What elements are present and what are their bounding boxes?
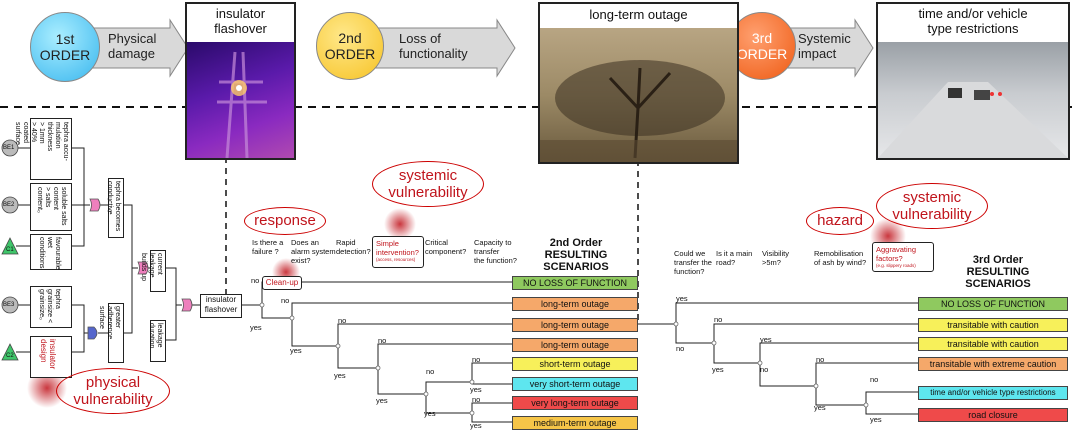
q2-critical-component: Critical component?	[425, 238, 467, 256]
yn-label: yes	[676, 294, 688, 303]
yn-label: yes	[712, 365, 724, 374]
yn-label: no	[472, 395, 481, 404]
box-tephra-grainsize: tephra grainsize < grainsize₀	[30, 286, 72, 328]
photo-long-term-outage-frame: long-term outage	[538, 2, 739, 164]
q3-visibility: Visibility >5m?	[762, 249, 789, 267]
box-soluble-salts: soluble salts content > salts content₀	[30, 183, 72, 231]
ash-tree-graphic	[540, 60, 737, 162]
yn-label: yes	[334, 371, 346, 380]
ash-tree-image	[540, 28, 737, 162]
box-tephra-accumulation: tephra accu- mulation thickness > 1mm > …	[14, 118, 72, 180]
q2-rapid-detection: Rapid detection?	[336, 238, 371, 256]
clean-up-box: Clean-up	[262, 276, 302, 290]
photo-road-restrictions-frame: time and/or vehicle type restrictions	[876, 2, 1070, 160]
be3-label: BE3	[3, 302, 15, 308]
yn-label: yes	[376, 396, 388, 405]
oval-systemic-vulnerability-2: systemic vulnerability	[876, 183, 988, 229]
yn-label: no	[426, 367, 435, 376]
q2-alarm: Does an alarm system exist?	[291, 238, 336, 265]
yn-label: no	[281, 296, 290, 305]
oval-response: response	[244, 207, 326, 235]
q3-remobilisation: Remobilisation of ash by wind?	[814, 249, 867, 267]
third-order-circle: 3rd ORDER	[728, 12, 796, 80]
scenario-3-3: transitable with extreme caution	[918, 357, 1068, 371]
scenario-2-0: NO LOSS OF FUNCTION	[512, 276, 638, 290]
photo-insulator-flashover-title: insulator flashover	[214, 6, 267, 36]
box-current-leakage: current leakage builds up	[140, 250, 166, 292]
yn-label: yes	[470, 421, 482, 430]
scenario-3-0: NO LOSS OF FUNCTION	[918, 297, 1068, 311]
yn-label: no	[251, 276, 260, 285]
scenario-2-5: very short-term outage	[512, 377, 638, 391]
snowy-road-image	[878, 42, 1068, 158]
box-favourable-wet: favourable wet conditions	[30, 234, 72, 270]
q3-main-road: Is it a main road?	[716, 249, 753, 267]
scenario-2-4: short-term outage	[512, 357, 638, 371]
yn-label: yes	[870, 415, 882, 424]
scenario-3-2: transitable with caution	[918, 337, 1068, 351]
yn-label: yes	[290, 346, 302, 355]
simple-intervention-box: Simple intervention? (access, resources)	[372, 236, 424, 268]
scenario-2-6: very long-term outage	[512, 396, 638, 410]
yn-label: no	[378, 336, 387, 345]
yn-label: no	[472, 355, 481, 364]
scenario-3-1: transitable with caution	[918, 318, 1068, 332]
scenarios-3-header: 3rd Order RESULTING SCENARIOS	[965, 254, 1031, 290]
snowy-road-graphic	[878, 82, 1068, 158]
scenario-2-2: long-term outage	[512, 318, 638, 332]
c1-label: C1	[6, 247, 14, 253]
scenario-2-7: medium-term outage	[512, 416, 638, 430]
yn-label: no	[676, 344, 685, 353]
yn-label: yes	[760, 335, 772, 344]
systemic-impact-label: Systemic impact	[798, 31, 851, 61]
yn-label: yes	[250, 323, 262, 332]
yn-label: no	[760, 365, 769, 374]
first-order-circle: 1st ORDER	[30, 12, 100, 82]
thermal-image-graphic	[217, 51, 267, 158]
yn-label: no	[870, 375, 879, 384]
yn-label: yes	[814, 403, 826, 412]
box-leakage-duration: leakage duration	[148, 320, 166, 362]
q3-transfer-function: Could we transfer the function?	[674, 249, 712, 276]
scenario-3-4: time and/or vehicle type restrictions	[918, 386, 1068, 400]
box-insulator-flashover: insulator flashover	[200, 294, 242, 318]
aggravating-factors-box: Aggravating factors? (e.g. slippery road…	[872, 242, 934, 272]
q2-failure: Is there a failure ?	[252, 238, 284, 256]
oval-physical-vulnerability: physical vulnerability	[56, 368, 170, 414]
be1-label: BE1	[3, 145, 15, 151]
physical-damage-label: Physical damage	[108, 31, 157, 61]
q2-capacity-transfer: Capacity to transfer the function?	[474, 238, 517, 265]
scenario-2-1: long-term outage	[512, 297, 638, 311]
box-greater-adherence: greater adherence surface	[98, 303, 124, 363]
be2-label: BE2	[3, 202, 15, 208]
box-insulator-design: insulator design	[30, 336, 72, 378]
loss-of-functionality-label: Loss of functionality	[399, 31, 468, 61]
second-order-circle: 2nd ORDER	[316, 12, 384, 80]
scenario-3-5: road closure	[918, 408, 1068, 422]
yn-label: yes	[470, 385, 482, 394]
c2-label: C2	[6, 353, 14, 359]
yn-label: yes	[424, 409, 436, 418]
scenario-2-3: long-term outage	[512, 338, 638, 352]
thermal-image	[187, 42, 294, 158]
scenarios-2-header: 2nd Order RESULTING SCENARIOS	[543, 237, 609, 273]
yn-label: no	[338, 316, 347, 325]
photo-long-term-outage-title: long-term outage	[589, 7, 688, 22]
photo-road-restrictions-title: time and/or vehicle type restrictions	[918, 6, 1028, 36]
box-tephra-conductive: tephra becomes conductive	[106, 178, 124, 238]
oval-hazard: hazard	[806, 207, 874, 235]
yn-label: no	[714, 315, 723, 324]
photo-insulator-flashover-frame: insulator flashover	[185, 2, 296, 160]
oval-systemic-vulnerability-1: systemic vulnerability	[372, 161, 484, 207]
yn-label: no	[816, 355, 825, 364]
